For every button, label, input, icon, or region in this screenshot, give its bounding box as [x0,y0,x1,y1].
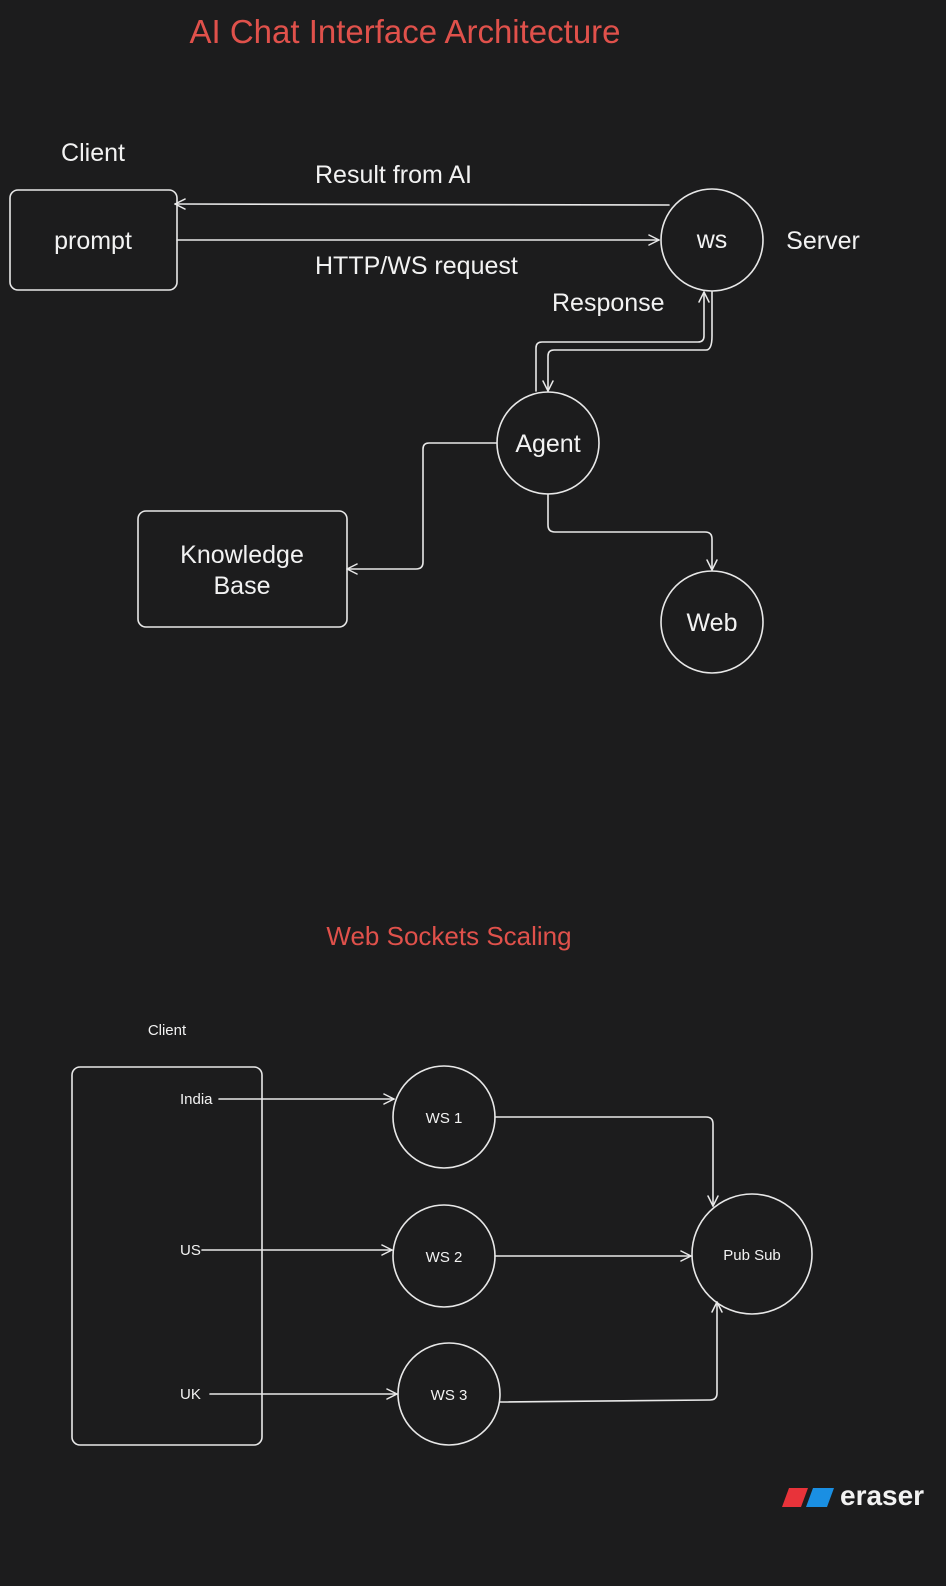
client-label: Client [61,139,125,167]
web-node[interactable] [660,570,764,674]
knowledge-base-label-line2: Base [214,572,271,600]
ws-server-node-label: ws [696,226,728,254]
ws1-node-label: WS 1 [426,1110,463,1127]
diagram-title-architecture: AI Chat Interface Architecture [189,13,620,50]
edge-label-response: Response [552,289,665,317]
client-group-box[interactable] [71,1066,263,1446]
region-us: US [180,1242,201,1259]
pubsub-node[interactable] [691,1193,813,1315]
edge-result-from-ai [174,198,670,210]
region-uk: UK [180,1386,201,1403]
server-label: Server [786,227,860,255]
ws3-node[interactable] [397,1342,501,1446]
diagram-title-scaling: Web Sockets Scaling [326,921,571,951]
pubsub-node-label: Pub Sub [723,1247,781,1264]
agent-node-label: Agent [515,430,580,458]
edge-ws3-to-pubsub [499,1301,723,1403]
ws2-node-label: WS 2 [426,1249,463,1266]
web-node-label: Web [687,609,738,637]
edge-agent-to-ws-response [535,291,710,392]
prompt-node-label: prompt [54,227,132,255]
eraser-logo: eraser [782,1480,924,1511]
region-india: India [180,1091,213,1108]
eraser-logo-red-mark [782,1488,808,1507]
edge-label-http-ws-request: HTTP/WS request [315,252,518,280]
edge-ws-to-agent [542,291,713,392]
scaling-client-label: Client [148,1022,187,1039]
eraser-logo-text: eraser [840,1480,924,1511]
edge-agent-to-knowledge-base [346,442,498,575]
knowledge-base-label-line1: Knowledge [180,541,304,569]
edge-ws1-to-pubsub [494,1116,719,1207]
eraser-logo-blue-mark [806,1488,834,1507]
knowledge-base-node[interactable] [137,510,348,628]
ws3-node-label: WS 3 [431,1387,468,1404]
edge-agent-to-web [547,493,718,571]
ws-server-node[interactable] [660,188,764,292]
edge-label-result-from-ai: Result from AI [315,161,472,189]
